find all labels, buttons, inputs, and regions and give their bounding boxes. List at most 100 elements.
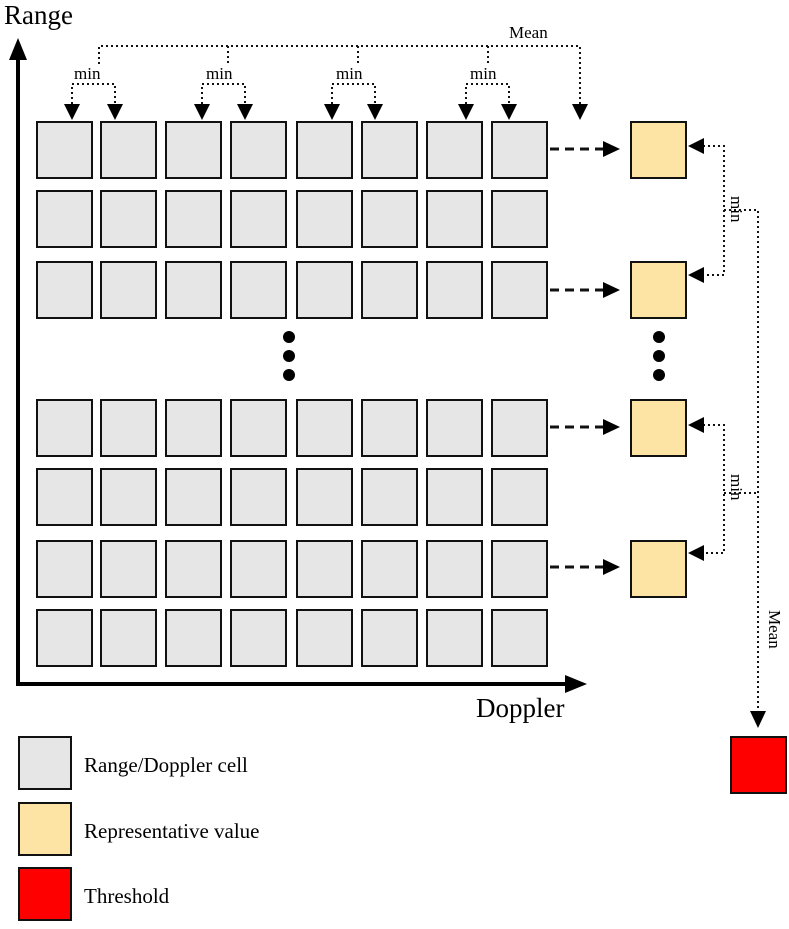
range-doppler-cell — [361, 121, 418, 179]
range-doppler-cell — [426, 468, 483, 526]
min-bracket-2 — [201, 83, 246, 104]
right-mean-bracket — [724, 209, 759, 712]
legend-label-threshold: Threshold — [84, 884, 170, 908]
ellipsis-dot — [283, 350, 295, 362]
range-doppler-cell — [230, 121, 287, 179]
range-doppler-cell — [100, 399, 157, 457]
doppler-axis-arrowhead — [565, 675, 587, 693]
range-doppler-cell — [165, 121, 222, 179]
range-doppler-cell — [426, 261, 483, 319]
range-doppler-cell — [230, 540, 287, 598]
range-doppler-cell — [165, 540, 222, 598]
right-min-arrowhead — [688, 138, 704, 154]
range-doppler-cell — [165, 190, 222, 248]
legend-swatch-threshold — [18, 867, 72, 921]
range-doppler-cell — [100, 261, 157, 319]
row-arrows — [550, 141, 620, 575]
ellipsis-dot — [653, 350, 665, 362]
min-arrowhead — [458, 104, 474, 120]
range-doppler-cell — [426, 121, 483, 179]
representative-value-3 — [630, 399, 687, 457]
range-doppler-cell — [296, 399, 353, 457]
legend-label-representative: Representative value — [84, 819, 260, 843]
range-doppler-cell — [165, 468, 222, 526]
range-doppler-cell — [165, 261, 222, 319]
min-bracket-1 — [71, 83, 116, 104]
min-arrowhead — [324, 104, 340, 120]
min-arrowhead — [107, 104, 123, 120]
legend-swatch-cell — [18, 736, 72, 790]
range-doppler-cell — [491, 399, 548, 457]
min-label-4: min — [470, 64, 497, 83]
right-mean-label: Mean — [765, 610, 784, 649]
range-doppler-cell — [491, 468, 548, 526]
min-arrowhead — [237, 104, 253, 120]
right-min-label-bottom: min — [727, 474, 746, 501]
right-min-bracket-top — [703, 145, 725, 276]
range-doppler-cell — [361, 540, 418, 598]
range-doppler-cell — [36, 121, 93, 179]
right-min-label-top: min — [727, 196, 746, 223]
range-doppler-cell — [230, 609, 287, 667]
range-doppler-cell — [491, 540, 548, 598]
min-label-2: min — [206, 64, 233, 83]
threshold-arrowhead — [750, 711, 766, 728]
range-doppler-cell — [296, 261, 353, 319]
min-arrowhead — [64, 104, 80, 120]
threshold-value — [730, 736, 787, 794]
ellipsis-dot — [283, 331, 295, 343]
row-arrowhead — [603, 419, 620, 435]
range-doppler-cell — [491, 261, 548, 319]
min-arrowhead — [367, 104, 383, 120]
legend-swatch-representative — [18, 802, 72, 856]
range-doppler-cell — [361, 609, 418, 667]
range-axis-arrowhead — [9, 38, 27, 60]
range-doppler-cell — [36, 261, 93, 319]
grid-ellipsis — [283, 331, 665, 381]
min-label-1: min — [74, 64, 101, 83]
range-doppler-cell — [165, 399, 222, 457]
range-doppler-cell — [230, 190, 287, 248]
range-doppler-cell — [491, 121, 548, 179]
mean-label-top: Mean — [509, 23, 548, 42]
doppler-axis-label: Doppler — [476, 693, 564, 723]
range-doppler-cell — [230, 399, 287, 457]
range-doppler-cell — [296, 540, 353, 598]
mean-arrowhead — [572, 104, 588, 120]
range-doppler-cell — [296, 190, 353, 248]
legend-label-cell: Range/Doppler cell — [84, 753, 248, 777]
representative-value-2 — [630, 261, 687, 319]
top-brackets: Mean min min min min — [64, 23, 588, 120]
range-doppler-cell — [230, 468, 287, 526]
range-doppler-cell — [361, 468, 418, 526]
range-doppler-cell — [426, 609, 483, 667]
row-arrowhead — [603, 141, 620, 157]
range-doppler-cell — [36, 609, 93, 667]
row-arrowhead — [603, 559, 620, 575]
range-doppler-cell — [296, 468, 353, 526]
right-min-arrowhead — [688, 417, 704, 433]
range-doppler-cell — [296, 609, 353, 667]
range-doppler-cell — [361, 190, 418, 248]
min-bracket-3 — [331, 83, 376, 104]
range-doppler-cell — [36, 468, 93, 526]
min-label-3: min — [336, 64, 363, 83]
range-doppler-cell — [100, 609, 157, 667]
min-bracket-4 — [465, 83, 510, 104]
range-doppler-cell — [230, 261, 287, 319]
legend: Range/Doppler cell Representative value … — [18, 736, 260, 921]
min-arrowhead — [194, 104, 210, 120]
range-doppler-cell — [36, 399, 93, 457]
representative-values — [630, 121, 687, 598]
range-doppler-cell — [361, 261, 418, 319]
range-doppler-cell — [491, 190, 548, 248]
ellipsis-dot — [653, 369, 665, 381]
range-doppler-cell — [100, 121, 157, 179]
representative-value-4 — [630, 540, 687, 598]
right-min-bracket-bottom — [703, 424, 725, 554]
range-doppler-cell — [296, 121, 353, 179]
axes: Range Doppler — [4, 0, 587, 723]
range-doppler-cell — [426, 190, 483, 248]
range-doppler-cell — [491, 609, 548, 667]
